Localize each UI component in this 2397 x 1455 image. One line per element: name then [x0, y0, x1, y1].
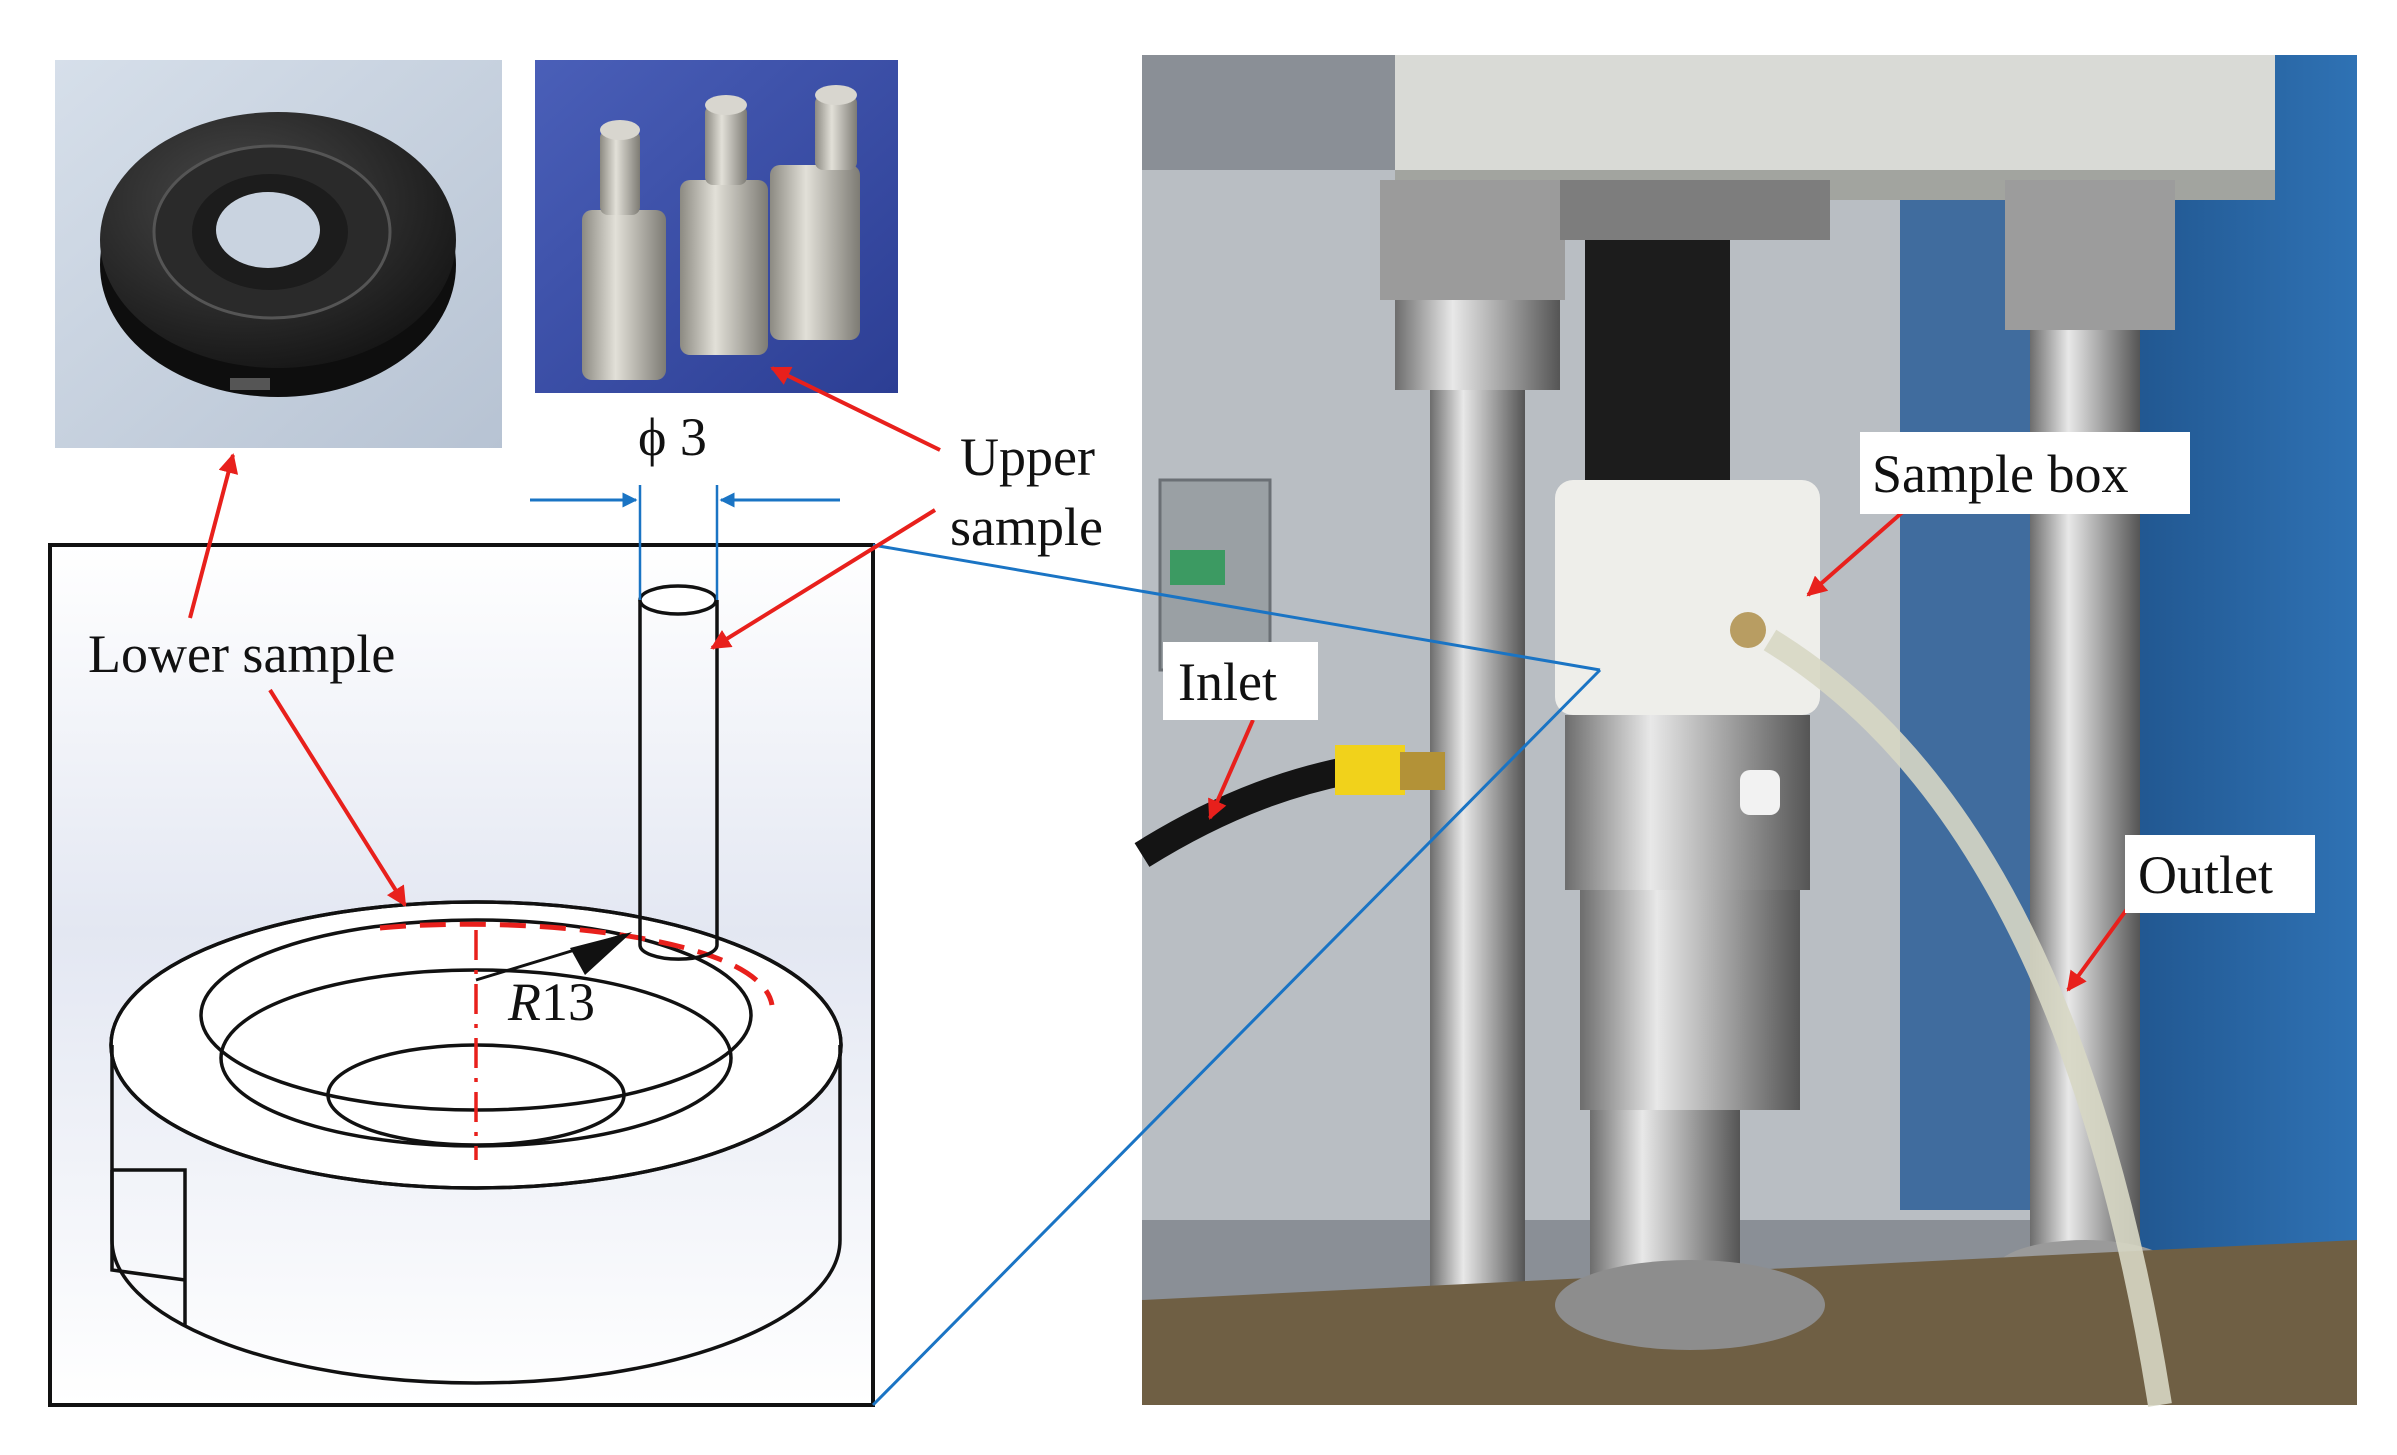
- upper-sample-photo: [535, 60, 898, 393]
- label-inlet: Inlet: [1178, 652, 1277, 712]
- label-box-outlet: Outlet: [2125, 835, 2315, 913]
- arrow-to-inlet: [1208, 719, 1255, 820]
- label-upper-sample-line1: Upper: [960, 427, 1095, 487]
- label-radius: R13: [507, 972, 595, 1032]
- zoom-lines: [871, 543, 1602, 1407]
- arrow-to-lower-photo: [188, 453, 239, 619]
- label-sample-box: Sample box: [1872, 444, 2128, 504]
- label-radius-value: 13: [541, 972, 595, 1032]
- label-box-sample: Sample box: [1860, 432, 2190, 514]
- schematic-drawing: [48, 543, 875, 1407]
- label-lower-sample: Lower sample: [88, 624, 395, 684]
- radius-arrowhead: [570, 932, 632, 975]
- diameter-dimension: [530, 485, 840, 600]
- label-diameter: ϕ 3: [638, 407, 707, 467]
- label-outlet: Outlet: [2138, 845, 2273, 905]
- arrow-to-lower-drawing: [268, 688, 407, 907]
- arrow-to-upper-photo: [770, 366, 941, 452]
- lower-sample-photo: [55, 60, 502, 448]
- arrow-to-upper-drawing: [710, 508, 937, 650]
- tribometer-photo: [1134, 55, 2357, 1407]
- label-radius-symbol: R: [507, 972, 541, 1032]
- annotation-arrows: [188, 366, 2132, 992]
- label-box-inlet: Inlet: [1163, 642, 1318, 720]
- label-upper-sample-line2: sample: [950, 497, 1103, 557]
- arrow-to-outlet: [2066, 903, 2132, 992]
- arrow-to-sample-box: [1806, 508, 1907, 597]
